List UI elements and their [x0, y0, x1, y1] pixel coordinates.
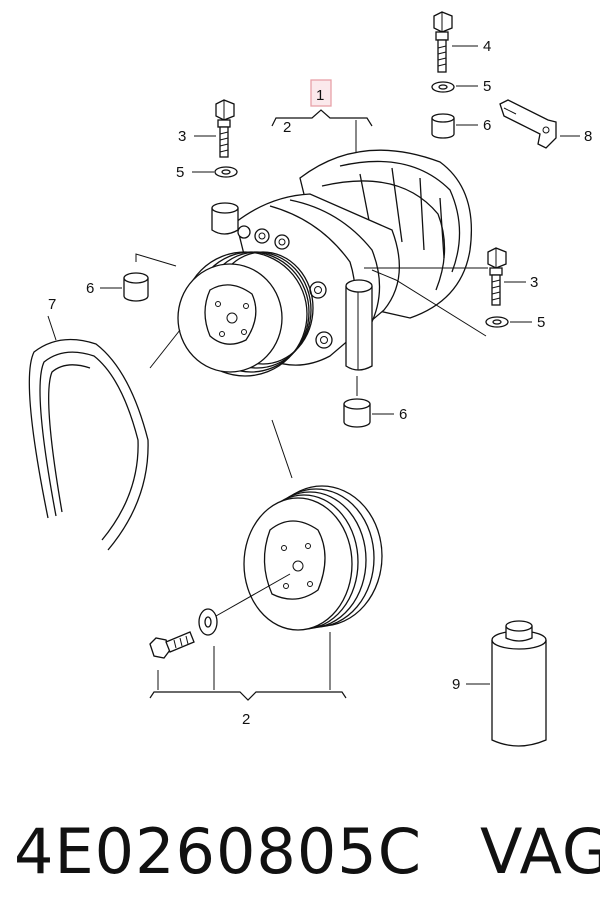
bushing-6-top	[431, 113, 478, 139]
bushing-6-bottom	[343, 376, 394, 428]
bolt-3-right	[487, 247, 526, 306]
drive-belt-7	[28, 315, 149, 551]
pulley-lower	[243, 485, 383, 631]
oil-bottle-9	[466, 620, 547, 747]
compressor-pulley	[149, 251, 314, 377]
bracket-bottom: 2	[149, 632, 347, 728]
part-number: 4E0260805C	[14, 815, 423, 888]
callout-2-bottom: 2	[242, 711, 250, 728]
callout-6-left[interactable]: 6	[86, 280, 94, 297]
callout-9[interactable]: 9	[452, 676, 460, 693]
callout-6-top[interactable]: 6	[483, 117, 491, 134]
callout-8[interactable]: 8	[584, 128, 592, 145]
washer-lower	[198, 573, 291, 636]
callout-5-right[interactable]: 5	[537, 314, 545, 331]
callout-7[interactable]: 7	[48, 296, 56, 313]
callout-3-right[interactable]: 3	[530, 274, 538, 291]
callout-3-left[interactable]: 3	[178, 128, 186, 145]
svg-text:1: 1	[316, 87, 324, 104]
callout-4[interactable]: 4	[483, 38, 491, 55]
washer-5-left	[192, 166, 238, 178]
brand-label: VAG	[480, 815, 600, 888]
bushing-6-left	[100, 253, 177, 302]
callout-5-top[interactable]: 5	[483, 78, 491, 95]
bolt-lower	[149, 631, 195, 659]
washer-5-right	[485, 316, 532, 328]
callout-6-bottom[interactable]: 6	[399, 406, 407, 423]
part-number-footer: 4E0260805C VAG	[14, 812, 600, 892]
bracket-8	[499, 99, 580, 149]
callout-1[interactable]: 1	[310, 79, 332, 107]
bolt-4	[433, 11, 478, 73]
callout-2-top: 2	[283, 119, 291, 136]
bracket-top: 2	[271, 109, 373, 152]
washer-5-top	[431, 81, 478, 93]
bolt-3-left	[194, 99, 235, 158]
callout-5-left[interactable]: 5	[176, 164, 184, 181]
